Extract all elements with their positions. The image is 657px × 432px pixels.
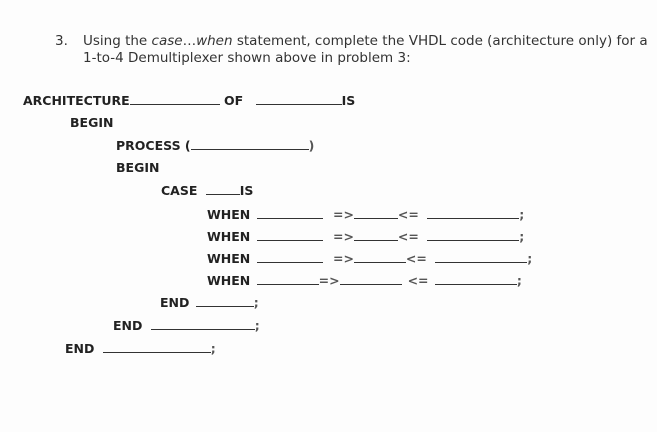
output-signal-blank[interactable] [339,284,402,285]
case-line: CASE IS [161,183,253,198]
question-text: Using the [83,33,152,49]
is-keyword: IS [341,93,356,108]
output-signal-blank[interactable] [353,218,398,219]
end-case-line: END ; [160,295,259,310]
question-italic-when: when [196,33,233,49]
arrow-symbol: => [318,273,340,288]
semicolon: ; [519,229,525,244]
question-text-rest: statement, complete the VHDL code (archi… [232,33,648,49]
assign-symbol: <= [397,207,419,222]
arrow-symbol: => [332,229,354,244]
when-choice-blank[interactable] [256,284,319,285]
semicolon: ; [253,295,259,310]
when-choice-blank[interactable] [256,240,323,241]
case-keyword: CASE [161,183,198,198]
output-signal-blank[interactable] [353,262,406,263]
process-close-paren: ) [308,138,315,153]
semicolon: ; [519,207,525,222]
assign-symbol: <= [405,251,427,266]
end-architecture-blank[interactable] [102,352,211,353]
assign-symbol: <= [407,273,429,288]
semicolon: ; [516,273,522,288]
question-ellipsis: … [182,33,197,49]
end-architecture-line: END ; [65,341,216,356]
end-keyword: END [65,341,95,356]
end-keyword: END [160,295,190,310]
when-keyword: WHEN [207,273,251,288]
sensitivity-list-blank[interactable] [190,149,309,150]
process-line: PROCESS () [116,138,314,153]
output-signal-blank[interactable] [353,240,398,241]
end-process-blank[interactable] [150,329,255,330]
output-value-blank[interactable] [427,218,520,219]
process-begin: BEGIN [116,160,160,175]
when-keyword: WHEN [207,207,251,222]
output-value-blank[interactable] [434,284,517,285]
when-choice-blank[interactable] [256,262,323,263]
arrow-symbol: => [332,251,354,266]
architecture-keyword: ARCHITECTURE [23,93,130,108]
when-row: WHEN => <= ; [207,229,524,244]
semicolon: ; [210,341,216,356]
assign-symbol: <= [397,229,419,244]
output-value-blank[interactable] [427,240,520,241]
process-keyword: PROCESS ( [116,138,191,153]
case-expression-blank[interactable] [205,194,240,195]
end-keyword: END [113,318,143,333]
end-process-line: END ; [113,318,260,333]
architecture-line: ARCHITECTURE OF IS [23,93,355,108]
when-keyword: WHEN [207,229,251,244]
when-row: WHEN => <= ; [207,273,522,288]
architecture-begin: BEGIN [70,115,114,130]
question-italic-case: case [151,33,183,49]
entity-name-blank[interactable] [255,104,342,105]
architecture-name-blank[interactable] [129,104,220,105]
question-number: 3. [55,33,68,49]
question-line-1: Using the case…when statement, complete … [83,33,648,49]
when-row: WHEN => <= ; [207,251,532,266]
semicolon: ; [527,251,533,266]
of-keyword: OF [224,93,244,108]
when-keyword: WHEN [207,251,251,266]
case-is-keyword: IS [239,183,254,198]
end-case-blank[interactable] [195,306,254,307]
question-line-2: 1-to-4 Demultiplexer shown above in prob… [83,50,411,66]
arrow-symbol: => [332,207,354,222]
output-value-blank[interactable] [435,262,528,263]
when-choice-blank[interactable] [256,218,323,219]
semicolon: ; [254,318,260,333]
when-row: WHEN => <= ; [207,207,524,222]
